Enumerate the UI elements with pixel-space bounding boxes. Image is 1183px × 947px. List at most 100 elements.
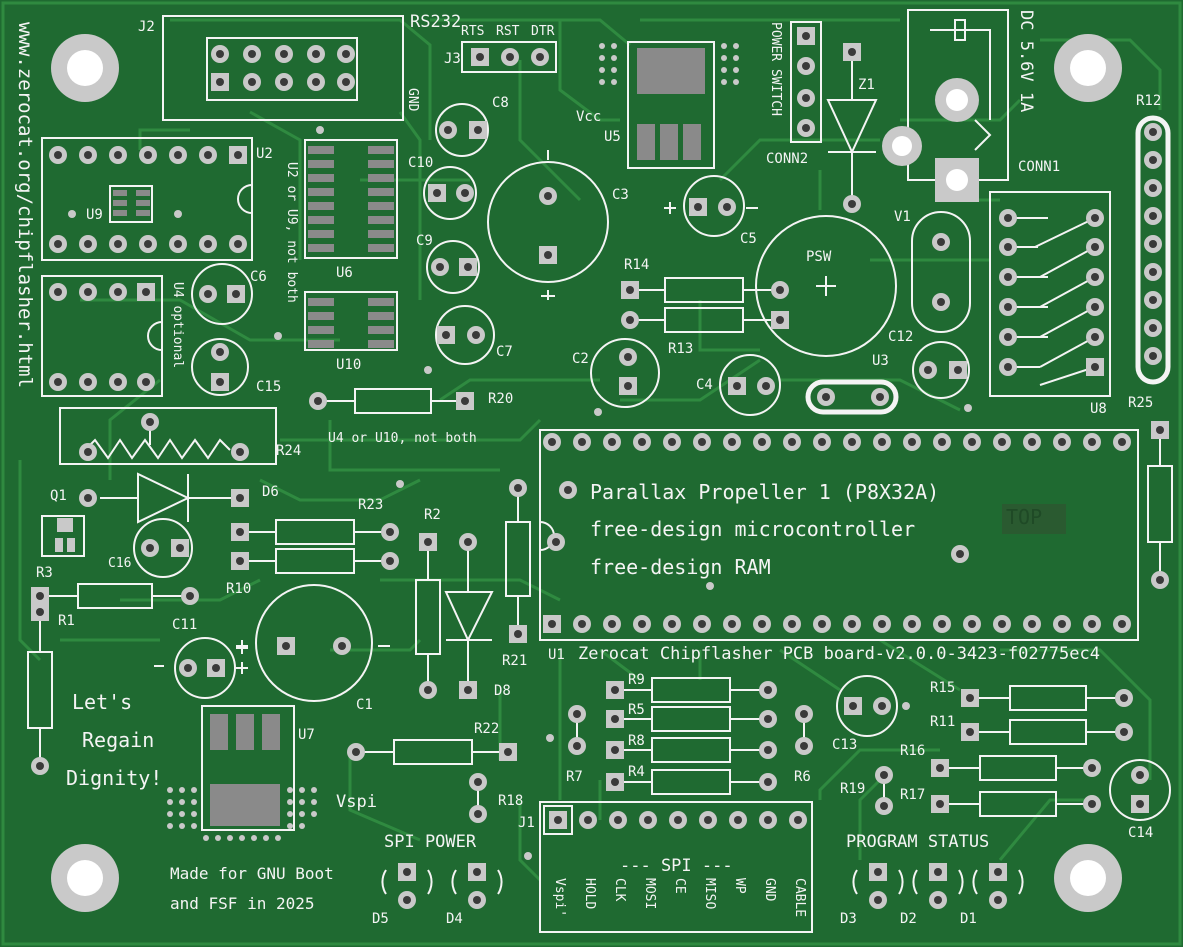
spi-pin-cable: CABLE [792,878,807,918]
ref-C6: C6 [250,269,267,285]
ref-R17: R17 [900,787,926,803]
ref-C11: C11 [172,617,198,633]
ref-R24: R24 [276,443,302,459]
spi-pin-vspi: Vspi' [552,878,567,918]
ref-C1: C1 [356,697,373,713]
ref-R12: R12 [1136,93,1162,109]
ref-C4: C4 [696,377,713,393]
board-title: Zerocat Chipflasher PCB board-v2.0.0-342… [578,644,1100,664]
power-switch-label: POWER SWITCH [768,22,783,116]
ref-R21: R21 [502,653,528,669]
mounting-hole-bottom-right [1054,844,1122,912]
ref-R23: R23 [358,497,384,513]
ref-C3: C3 [612,187,629,203]
smd-pads [113,48,1066,826]
ref-U8: U8 [1090,401,1107,417]
psw-label: PSW [806,249,832,265]
ref-Z1: Z1 [858,77,875,93]
ref-C8: C8 [492,95,509,111]
ref-D1: D1 [960,911,977,927]
ref-U5: U5 [604,129,621,145]
copper-traces [18,18,1162,882]
ref-D4: D4 [446,911,463,927]
ref-C16: C16 [108,556,132,571]
ref-R8: R8 [628,733,645,749]
ref-J3: J3 [444,51,461,67]
spi-pin-miso: MISO [702,878,717,910]
ref-J2: J2 [138,19,155,35]
ref-C9: C9 [416,233,433,249]
spi-header-label: --- SPI --- [620,856,733,876]
ref-C7: C7 [496,344,513,360]
via-fields [167,43,739,841]
motto-line-2: Regain [82,728,155,752]
ref-R25: R25 [1128,395,1154,411]
top-marking: TOP [1006,505,1043,529]
ref-R18: R18 [498,793,524,809]
ref-R19: R19 [840,781,866,797]
spi-pin-ce: CE [672,878,687,894]
made-for-line-1: Made for GNU Boot [170,864,334,883]
ref-C14: C14 [1128,825,1154,841]
mounting-hole-bottom-left [51,844,119,912]
ref-D5: D5 [372,911,389,927]
ref-R5: R5 [628,702,645,718]
url-label: www.zerocat.org/chipflasher.html [14,22,36,389]
conn1-label: CONN1 [1018,159,1061,175]
ref-C13: C13 [832,737,858,753]
ref-U10: U10 [336,357,362,373]
rst-label: RST [496,24,520,39]
ref-R4: R4 [628,764,645,780]
ref-R1: R1 [58,613,75,629]
ref-V1: V1 [894,209,911,225]
ref-R11: R11 [930,714,956,730]
vcc-label: Vcc [576,109,602,125]
spi-pin-hold: HOLD [582,878,597,910]
ref-R14: R14 [624,257,650,273]
u4u10-note: U4 or U10, not both [328,431,477,446]
ref-J1: J1 [518,815,535,831]
u4-optional-label: U4 optional [170,282,185,369]
ref-R15: R15 [930,680,956,696]
mcu-desc: free-design microcontroller [590,517,916,541]
ref-D2: D2 [900,911,917,927]
mounting-hole-top-right [1054,34,1122,102]
ref-C12: C12 [888,329,914,345]
ref-R20: R20 [488,391,514,407]
motto-line-1: Let's [72,690,133,714]
rts-label: RTS [461,24,485,39]
ref-U2: U2 [256,146,273,162]
ref-R22: R22 [474,721,500,737]
u2u9-note: U2 or U9, not both [284,162,299,303]
mounting-hole-top-left [51,34,119,102]
ref-R7: R7 [566,769,583,785]
spi-pin-clk: CLK [612,878,627,902]
spi-pin-mosi: MOSI [642,878,657,910]
dc-power-label: DC 5.6V 1A [1016,10,1036,113]
vspi-label: Vspi [336,792,377,812]
ref-R13: R13 [668,341,694,357]
ref-C2: C2 [572,351,589,367]
ref-R9: R9 [628,672,645,688]
through-hole-pads [31,27,1169,909]
rs232-label: RS232 [410,12,462,32]
ram-desc: free-design RAM [590,555,771,579]
ref-D8: D8 [494,683,511,699]
ref-R2: R2 [424,507,441,523]
ref-C5: C5 [740,231,757,247]
gnd-label: GND [405,88,420,112]
program-status-label: PROGRAM STATUS [846,832,990,852]
ref-U1: U1 [548,647,565,663]
ref-D3: D3 [840,911,857,927]
ref-R6: R6 [794,769,811,785]
ref-R16: R16 [900,743,926,759]
motto-line-3: Dignity! [66,766,163,790]
ref-U7: U7 [298,727,315,743]
conn2-label: CONN2 [766,151,809,167]
spi-pin-gnd: GND [762,878,777,902]
ref-R10: R10 [226,581,252,597]
ref-U3: U3 [872,353,889,369]
